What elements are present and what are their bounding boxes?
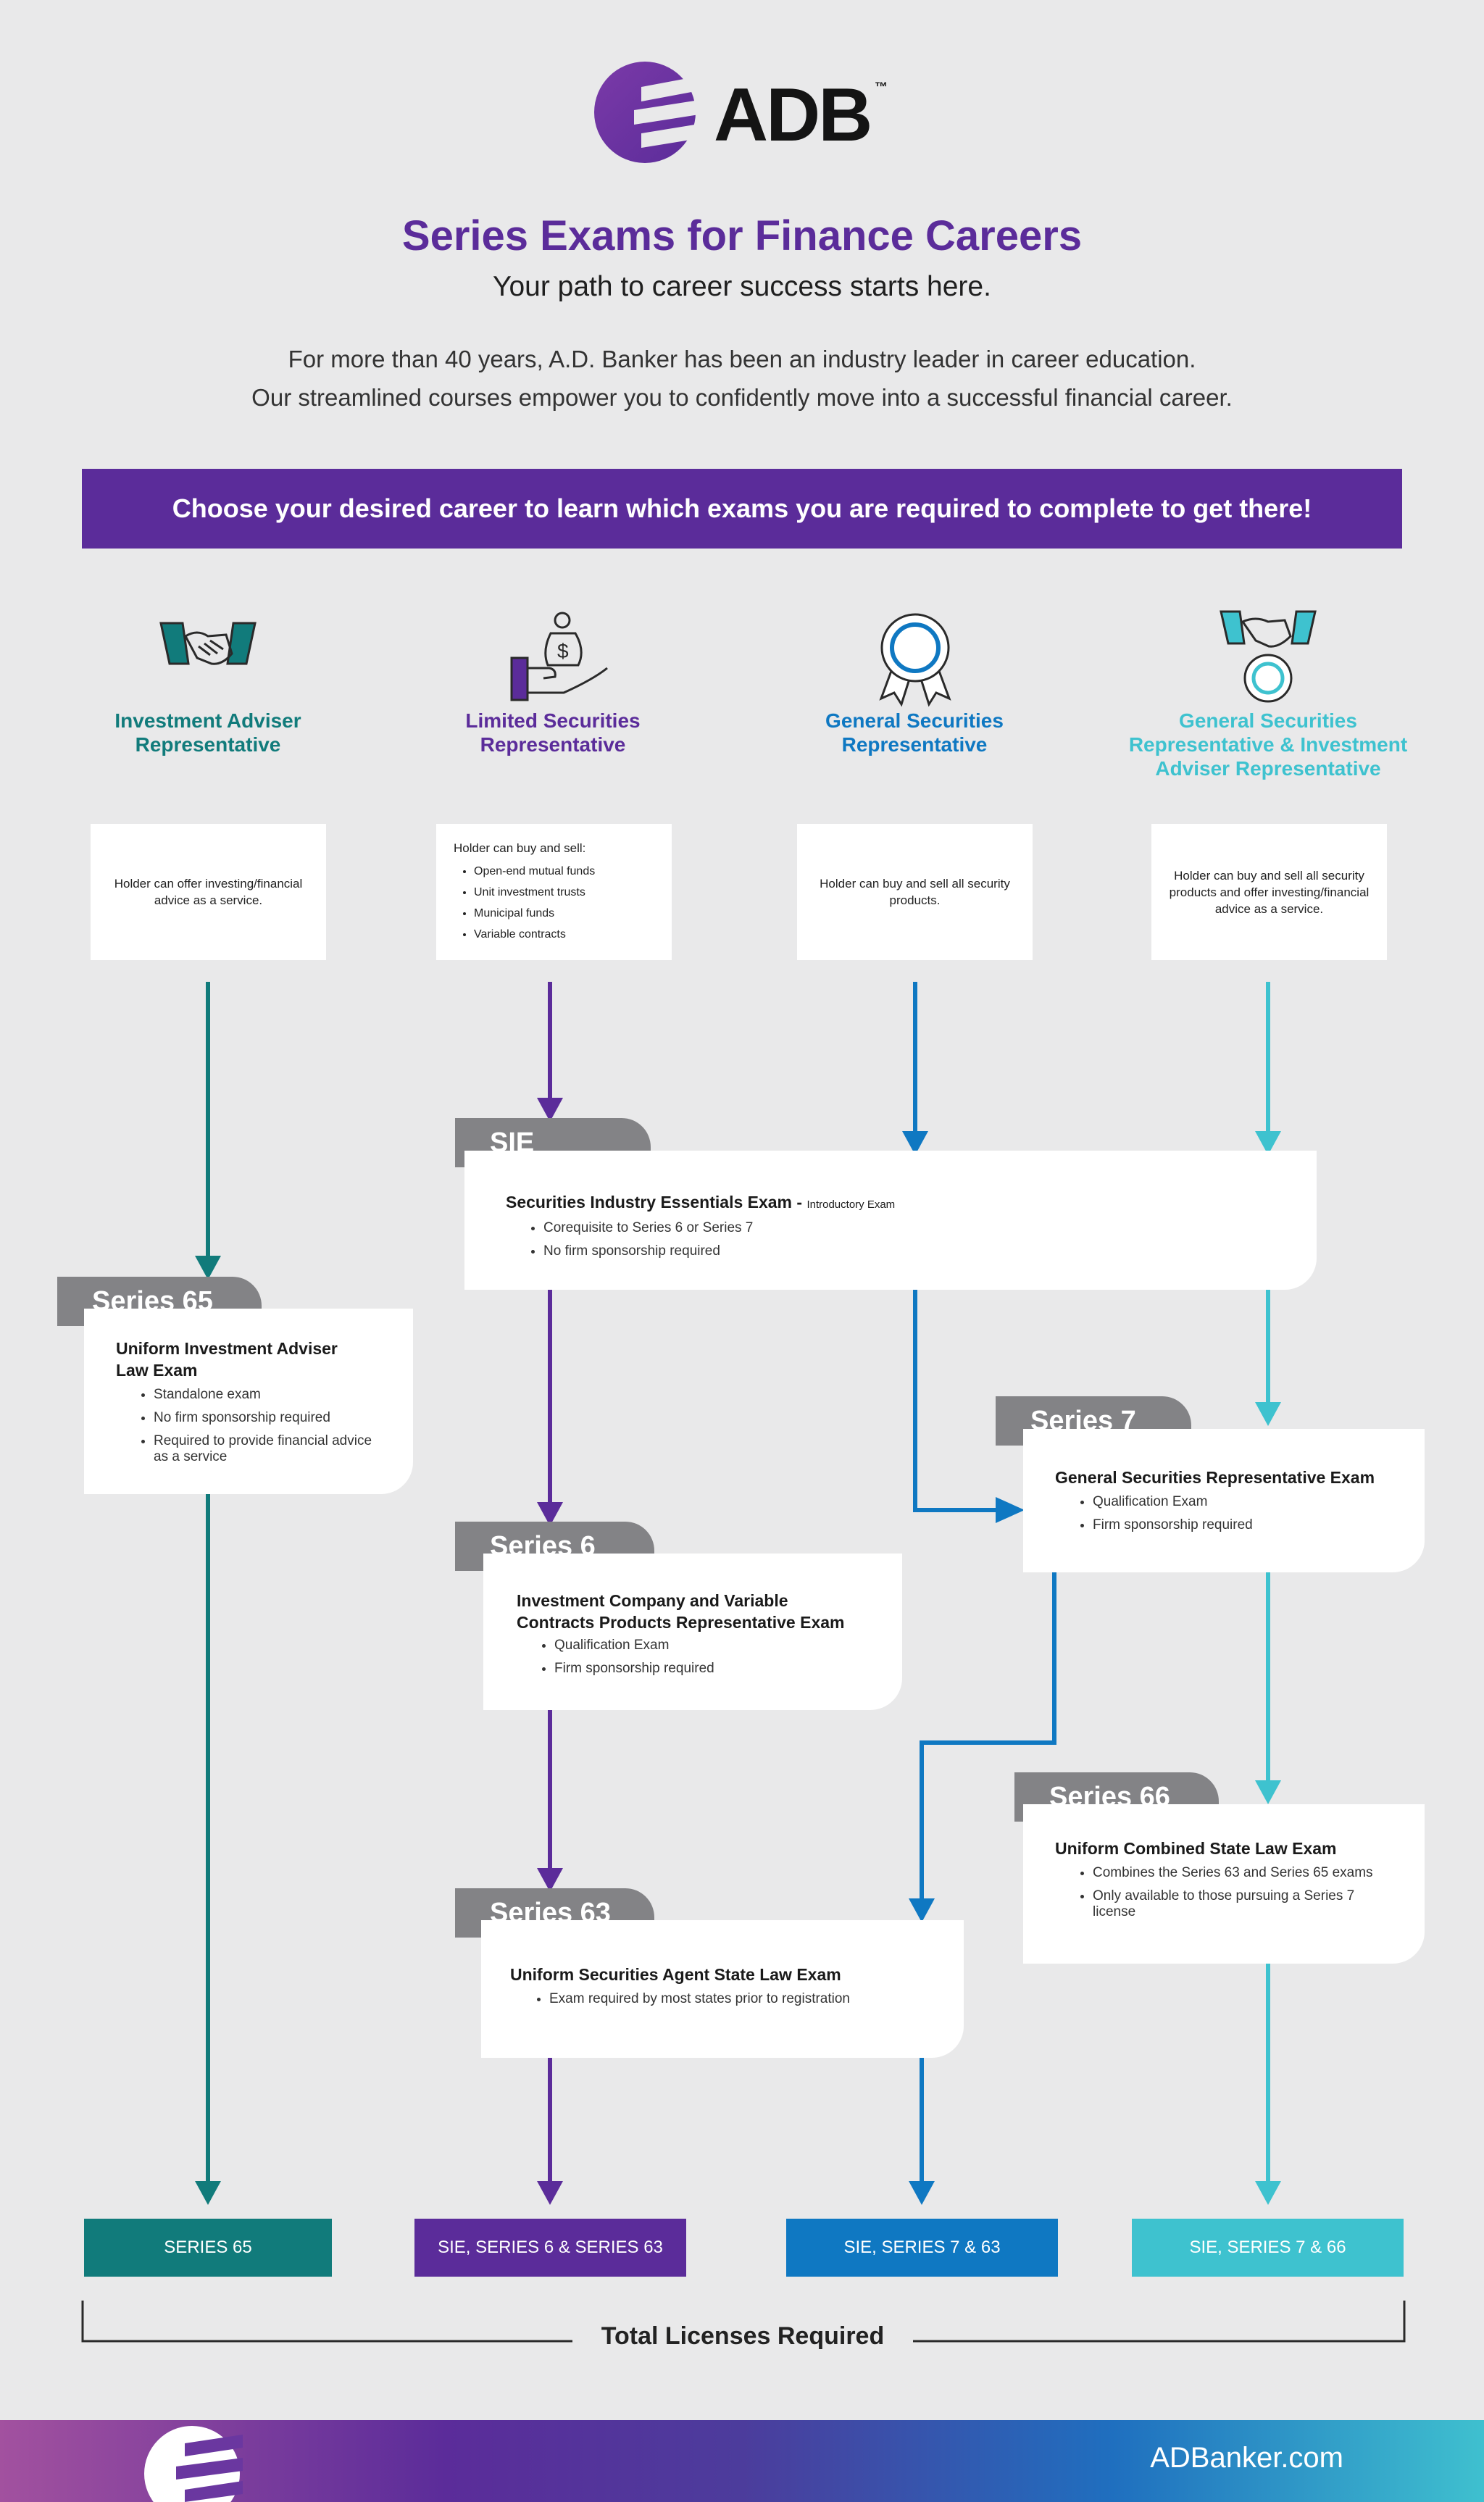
arrowhead-purple-4 bbox=[537, 2181, 563, 2205]
page-title: Series Exams for Finance Careers bbox=[401, 212, 1083, 259]
arrowhead-purple-2 bbox=[537, 1502, 563, 1526]
exam-card-sie: Securities Industry Essentials Exam - In… bbox=[464, 1151, 1317, 1290]
arrowhead-teal-2 bbox=[195, 2181, 221, 2205]
arrowhead-teal-1 bbox=[195, 1256, 221, 1280]
arrowhead-cyan-1 bbox=[1255, 1131, 1281, 1155]
arrowhead-cyan-3 bbox=[1255, 1780, 1281, 1804]
page-subtitle: Your path to career success starts here. bbox=[493, 271, 991, 302]
handshake-icon bbox=[159, 622, 257, 665]
arrow-blue-3 bbox=[920, 1572, 1056, 1904]
intro-line-2: Our streamlined courses empower you to c… bbox=[251, 384, 1233, 411]
exam-title-series-7: General Securities Representative Exam bbox=[1055, 1468, 1375, 1487]
footer-bar bbox=[0, 2420, 1484, 2502]
handshake-award-icon bbox=[1220, 610, 1317, 703]
result-general-securities: SIE, SERIES 7 & 63 bbox=[786, 2219, 1058, 2277]
arrowhead-cyan-2 bbox=[1255, 1402, 1281, 1426]
career-desc-general-securities: Holder can buy and sell all security pro… bbox=[797, 824, 1033, 960]
arrowhead-cyan-4 bbox=[1255, 2181, 1281, 2205]
adb-logo-icon bbox=[594, 62, 699, 163]
arrowhead-blue-2 bbox=[996, 1497, 1025, 1523]
footer-logo-icon bbox=[144, 2426, 243, 2502]
exam-title-series-63: Uniform Securities Agent State Law Exam bbox=[510, 1965, 841, 1984]
result-limited-securities: SIE, SERIES 6 & SERIES 63 bbox=[414, 2219, 686, 2277]
arrowhead-purple-1 bbox=[537, 1098, 563, 1122]
exam-title-sie: Securities Industry Essentials Exam - In… bbox=[506, 1193, 896, 1212]
intro-line-1: For more than 40 years, A.D. Banker has … bbox=[288, 346, 1196, 372]
total-licenses-label: Total Licenses Required bbox=[572, 2322, 913, 2351]
career-desc-investment-adviser: Holder can offer investing/financial adv… bbox=[91, 824, 326, 960]
career-desc-limited-securities: Holder can buy and sell: Open-end mutual… bbox=[436, 824, 672, 960]
arrow-blue-2 bbox=[913, 1290, 1000, 1512]
award-ribbon-icon bbox=[879, 613, 951, 707]
arrowhead-blue-1 bbox=[902, 1131, 928, 1155]
result-general-and-adviser: SIE, SERIES 7 & 66 bbox=[1132, 2219, 1404, 2277]
trademark: ™ bbox=[875, 80, 888, 94]
exam-card-series-66: Uniform Combined State Law Exam Combines… bbox=[1023, 1804, 1425, 1964]
arrowhead-purple-3 bbox=[537, 1868, 563, 1892]
choose-career-banner: Choose your desired career to learn whic… bbox=[82, 469, 1402, 549]
career-desc-general-and-adviser: Holder can buy and sell all security pro… bbox=[1151, 824, 1387, 960]
arrowhead-blue-4 bbox=[909, 2181, 935, 2205]
arrowhead-blue-3 bbox=[909, 1898, 935, 1922]
exam-card-series-63: Uniform Securities Agent State Law Exam … bbox=[481, 1920, 964, 2058]
money-bag-hand-icon: $ bbox=[510, 612, 608, 701]
website-link[interactable]: ADBanker.com bbox=[1150, 2442, 1343, 2474]
brand-name: ADB bbox=[714, 73, 872, 157]
svg-text:$: $ bbox=[557, 640, 569, 662]
total-bracket bbox=[81, 2301, 1406, 2343]
exam-title-series-66: Uniform Combined State Law Exam bbox=[1055, 1839, 1337, 1858]
result-investment-adviser: SERIES 65 bbox=[84, 2219, 332, 2277]
exam-card-series-7: General Securities Representative Exam Q… bbox=[1023, 1429, 1425, 1572]
